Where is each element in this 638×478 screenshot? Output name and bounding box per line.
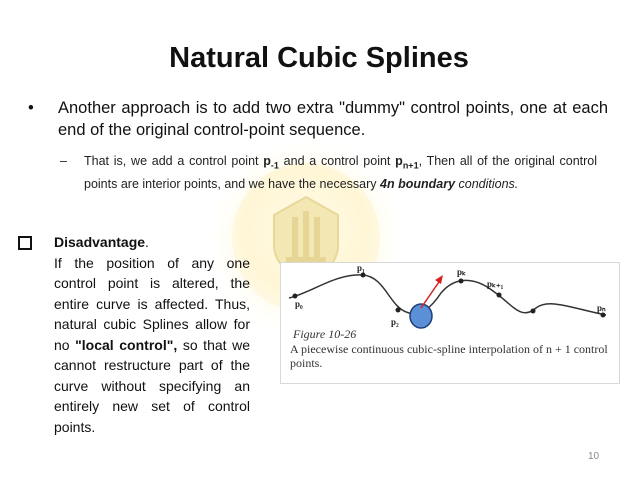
p-minus1-base: p bbox=[263, 154, 271, 168]
disadvantage-body-part2: so that we cannot restructure part of th… bbox=[54, 336, 251, 435]
point-p-minus-1: p-1 bbox=[263, 154, 279, 171]
sub-text-part2: and a control point bbox=[278, 154, 396, 168]
spline-curve-diagram: p₀ p₁ p₂ pₖ pₖ₊₁ pₙ bbox=[288, 263, 607, 329]
sub-text-emphasis: 4n boundary bbox=[380, 176, 456, 191]
bullet-dot: • bbox=[28, 99, 34, 117]
sub-bullet: – That is, we add a control point p-1 an… bbox=[60, 152, 597, 193]
highlight-circle bbox=[409, 303, 433, 329]
figure-label: Figure 10-26 bbox=[293, 327, 357, 341]
slide-title: Natural Cubic Splines bbox=[169, 42, 469, 74]
label-pn: pₙ bbox=[597, 303, 606, 313]
disadvantage-heading: Disadvantage. bbox=[54, 232, 258, 253]
label-p1: p₁ bbox=[357, 263, 365, 273]
label-pk: pₖ bbox=[457, 267, 466, 277]
label-pk1: pₖ₊₁ bbox=[487, 279, 504, 289]
point-pk-dot bbox=[458, 278, 464, 284]
disadvantage-body-bold: "local control", bbox=[75, 336, 178, 353]
point-p2-dot bbox=[395, 307, 401, 313]
disadvantage-section: Disadvantage. If the position of any one… bbox=[18, 232, 258, 437]
point-pk1-dot bbox=[496, 292, 502, 298]
point-pn-dot bbox=[600, 312, 606, 318]
disadvantage-body: If the position of any one control point… bbox=[54, 253, 250, 438]
disadvantage-body-part1: If the position of any one control point… bbox=[54, 254, 250, 353]
label-p2: p₂ bbox=[391, 317, 399, 327]
checkbox-square-icon bbox=[18, 236, 32, 250]
sub-text-emphasis2: conditions. bbox=[458, 176, 519, 191]
bullet-main-text: Another approach is to add two extra "du… bbox=[58, 99, 608, 139]
bullet-main: • Another approach is to add two extra "… bbox=[28, 97, 608, 141]
red-arrow-line bbox=[420, 278, 442, 309]
figure-caption: A piecewise continuous cubic-spline inte… bbox=[290, 342, 608, 370]
p-minus1-sub: -1 bbox=[270, 160, 279, 171]
disadvantage-heading-suffix: . bbox=[145, 234, 149, 250]
sub-bullet-text: That is, we add a control point p-1 and … bbox=[84, 152, 597, 193]
pn1-base: p bbox=[395, 154, 403, 168]
sub-text-part3: , Then all of the original control point… bbox=[84, 154, 598, 191]
disadvantage-heading-text: Disadvantage bbox=[54, 234, 146, 250]
point-p-n-plus-1: pn+1 bbox=[395, 154, 419, 171]
page-number: 10 bbox=[588, 451, 600, 462]
sub-bullet-dash: – bbox=[60, 154, 67, 168]
point-p1-dot bbox=[360, 272, 366, 278]
point-p0-dot bbox=[292, 293, 298, 299]
label-p0: p₀ bbox=[295, 299, 303, 309]
spline-figure: p₀ p₁ p₂ pₖ pₖ₊₁ pₙ bbox=[280, 262, 620, 384]
pn1-sub: n+1 bbox=[402, 160, 419, 171]
sub-text-part1: That is, we add a control point bbox=[84, 154, 264, 168]
spline-curve bbox=[288, 274, 607, 316]
red-arrowhead-icon bbox=[435, 275, 443, 284]
point-extra-dot bbox=[530, 308, 536, 314]
